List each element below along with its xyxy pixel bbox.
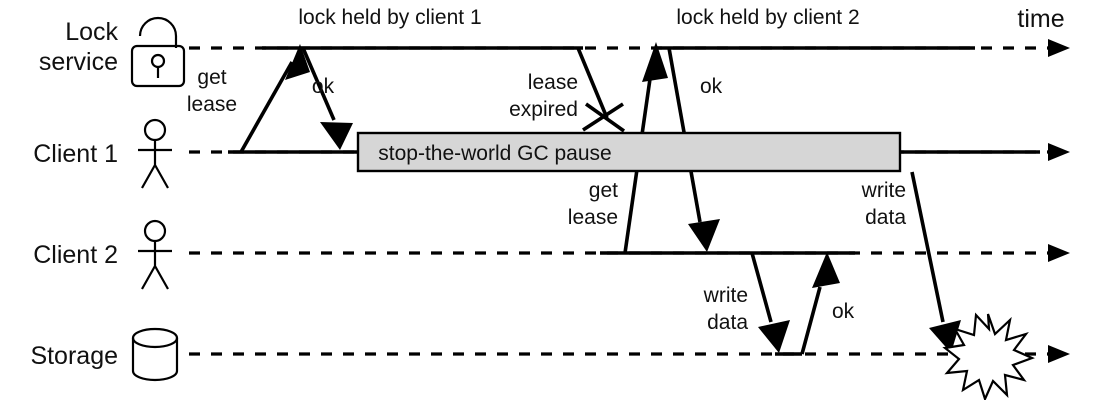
- time-arrowhead-lock-service: [1048, 39, 1070, 57]
- message-ok-1: ok: [301, 47, 353, 150]
- message-get-lease-1-line2: lease: [187, 93, 237, 116]
- message-ok-3-label: ok: [832, 300, 855, 323]
- message-lease-expired-line1: lease: [528, 71, 578, 94]
- time-axis-label: time: [1017, 5, 1064, 33]
- message-lease-expired-line2: expired: [509, 98, 578, 121]
- lane-label-lock-service: Lock service: [39, 18, 119, 76]
- message-get-lease-2-line1: get: [589, 179, 618, 202]
- lane-label-client-1: Client 1: [33, 140, 118, 168]
- time-arrowhead-client-2: [1048, 244, 1070, 262]
- padlock-icon: [130, 16, 186, 88]
- time-arrowhead-storage: [1048, 345, 1070, 363]
- span-label-lock-held-client-2: lock held by client 2: [676, 6, 859, 29]
- gc-pause-box: [356, 131, 902, 173]
- message-write-data-2-line2: data: [707, 311, 748, 334]
- message-ok-3: ok: [800, 252, 855, 355]
- lane-label-lock-service-line1: Lock: [65, 18, 118, 46]
- message-get-lease-1-line1: get: [197, 66, 226, 89]
- stick-figure-icon-client-2: [138, 219, 172, 290]
- message-get-lease-2-line2: lease: [568, 206, 618, 229]
- message-get-lease-1: get lease: [187, 44, 310, 153]
- message-ok-2-label: ok: [700, 75, 723, 98]
- message-write-data-2: write data: [703, 252, 790, 353]
- message-lease-expired: lease expired: [509, 47, 626, 133]
- stick-figure-icon-client-1: [138, 118, 172, 189]
- collision-burst-icon: [942, 312, 1035, 400]
- lane-label-lock-service-line2: service: [39, 48, 118, 76]
- span-label-lock-held-client-1: lock held by client 1: [298, 6, 481, 29]
- message-ok-1-label: ok: [312, 75, 335, 98]
- lane-label-storage: Storage: [30, 342, 118, 370]
- gc-pause-label: stop-the-world GC pause: [378, 142, 611, 165]
- time-arrowhead-client-1: [1048, 143, 1070, 161]
- database-cylinder-icon: [131, 327, 179, 382]
- lane-label-client-2: Client 2: [33, 241, 118, 269]
- message-write-data-1: write data: [861, 171, 961, 353]
- message-write-data-1-line1: write: [861, 179, 906, 202]
- message-write-data-2-line1: write: [703, 284, 748, 307]
- message-write-data-1-line2: data: [865, 206, 906, 229]
